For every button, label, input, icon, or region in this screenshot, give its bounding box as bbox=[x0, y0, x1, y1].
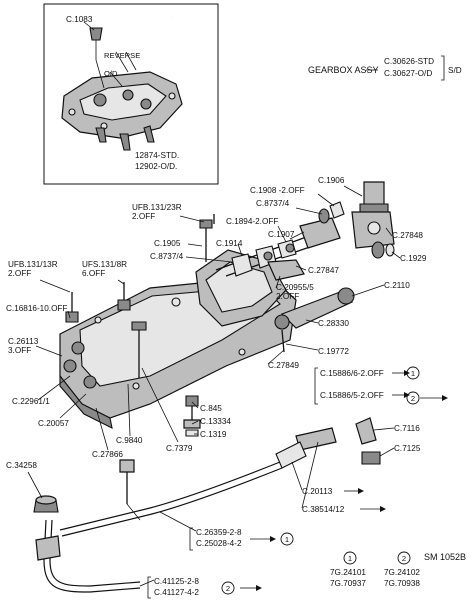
inset-od-label: O/D bbox=[104, 69, 118, 78]
label-c2110: C.2110 bbox=[384, 281, 410, 290]
label-c38514: C.38514/12 bbox=[302, 505, 345, 514]
label-c26113: C.26113 bbox=[8, 337, 39, 346]
callout-arrows bbox=[147, 367, 448, 599]
label-c27848: C.27848 bbox=[392, 231, 423, 240]
label-c1906: C.1906 bbox=[318, 176, 345, 185]
inset-part-label: C.1083 bbox=[66, 15, 93, 24]
svg-text:1: 1 bbox=[348, 554, 352, 563]
label-c26359: C.26359-2-8 bbox=[196, 528, 242, 537]
label-c20057: C.20057 bbox=[38, 419, 69, 428]
marker-two-b: 2 bbox=[221, 581, 235, 595]
label-c27866: C.27866 bbox=[92, 450, 123, 459]
pipe-assembly bbox=[33, 417, 381, 593]
marker-two-a: 2 bbox=[406, 391, 420, 405]
label-c1319: C.1319 bbox=[200, 430, 227, 439]
svg-text:1: 1 bbox=[411, 369, 415, 378]
svg-text:2: 2 bbox=[411, 394, 415, 403]
legend-one-line2: 7G.70937 bbox=[330, 579, 366, 588]
marker-one-b: 1 bbox=[280, 532, 294, 546]
legend-two-line2: 7G.70938 bbox=[384, 579, 420, 588]
label-c1907: C.1907 bbox=[268, 230, 295, 239]
label-c22961: C.22961/1 bbox=[12, 397, 50, 406]
svg-text:2: 2 bbox=[226, 584, 230, 593]
label-ufb-13r: UFB.131/13R bbox=[8, 260, 58, 269]
svg-text:2: 2 bbox=[402, 554, 406, 563]
leader-lines bbox=[27, 21, 401, 587]
label-c7116: C.7116 bbox=[394, 424, 420, 433]
label-c28330: C.28330 bbox=[318, 319, 349, 328]
legend-one: 1 bbox=[343, 551, 357, 565]
label-c8737-b: C.8737/4 bbox=[150, 252, 184, 261]
inset-reverse-label: REVERSE bbox=[104, 51, 140, 60]
gearbox-std-part: C.30626-STD bbox=[384, 57, 434, 66]
gearbox-suffix: S/D bbox=[448, 66, 462, 75]
reference-code: SM 1052B bbox=[424, 552, 466, 562]
legend-two-line1: 7G.24102 bbox=[384, 568, 420, 577]
label-c20113: C.20113 bbox=[302, 487, 333, 496]
gearbox-assy-label: GEARBOX ASSY bbox=[308, 65, 379, 75]
label-c19772: C.19772 bbox=[318, 347, 349, 356]
gearbox-cover bbox=[59, 249, 297, 429]
legend-one-line1: 7G.24101 bbox=[330, 568, 366, 577]
inset-caption-od: 12902-O/D. bbox=[135, 162, 177, 171]
linkage-parts bbox=[267, 259, 355, 353]
label-c9840: C.9840 bbox=[116, 436, 143, 445]
label-c1929: C.1929 bbox=[400, 254, 427, 263]
label-c1908: C.1908 -2.OFF bbox=[250, 186, 305, 195]
label-c1914: C.1914 bbox=[216, 239, 243, 248]
label-2off-a: 2.OFF bbox=[132, 212, 155, 221]
label-c20955: C.20955/5 bbox=[276, 283, 314, 292]
label-c13334: C.13334 bbox=[200, 417, 231, 426]
label-c25028: C.25028-4-2 bbox=[196, 539, 242, 548]
label-c15886-5: C.15886/5-2.OFF bbox=[320, 391, 384, 400]
label-ufs-8r: UFS.131/8R bbox=[82, 260, 127, 269]
label-2off-c: 2.OFF bbox=[276, 292, 299, 301]
label-c27849: C.27849 bbox=[268, 361, 299, 370]
label-c8737-a: C.8737/4 bbox=[256, 199, 290, 208]
label-c7125: C.7125 bbox=[394, 444, 421, 453]
label-c41127: C.41127-4-2 bbox=[154, 588, 199, 597]
label-c845: C.845 bbox=[200, 404, 222, 413]
label-c16816: C.16816-10.OFF bbox=[6, 304, 67, 313]
label-ufb-23r: UFB.131/23R bbox=[132, 203, 182, 212]
legend-two: 2 bbox=[397, 551, 411, 565]
label-c1905: C.1905 bbox=[154, 239, 181, 248]
inset-caption-std: 12874-STD. bbox=[135, 151, 179, 160]
label-c7379: C.7379 bbox=[166, 444, 193, 453]
label-3off: 3.OFF bbox=[8, 346, 31, 355]
label-c27847: C.27847 bbox=[308, 266, 339, 275]
gearbox-od-part: C.30627-O/D bbox=[384, 69, 432, 78]
svg-text:1: 1 bbox=[285, 535, 289, 544]
label-c41125: C.41125-2-8 bbox=[154, 577, 199, 586]
label-c1894: C.1894-2.OFF bbox=[226, 217, 278, 226]
label-c34258: C.34258 bbox=[6, 461, 37, 470]
label-2off-b: 2.OFF bbox=[8, 269, 31, 278]
label-6off: 6.OFF bbox=[82, 269, 105, 278]
label-c15886-6: C.15886/6-2.OFF bbox=[320, 369, 384, 378]
marker-one-a: 1 bbox=[406, 366, 420, 380]
inset-drawing bbox=[43, 3, 219, 185]
